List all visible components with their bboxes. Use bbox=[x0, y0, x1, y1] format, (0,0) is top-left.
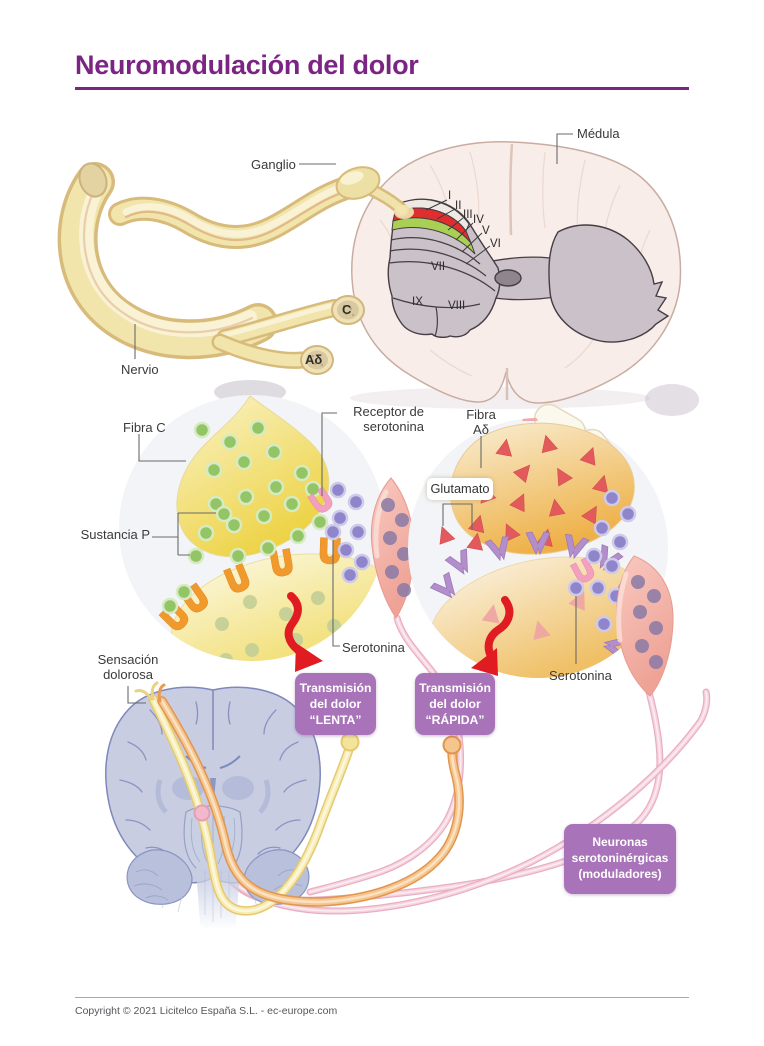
spinal-cord-cross-section bbox=[214, 141, 699, 416]
serotonergic-terminal-right bbox=[616, 555, 674, 697]
serotonina-right-label: Serotonina bbox=[549, 668, 612, 683]
pathway-fibers bbox=[134, 681, 464, 916]
serotonin-receptor-label: Receptor de serotonina bbox=[353, 404, 424, 435]
fast-transmission-arrow bbox=[471, 596, 514, 676]
sustancia-p-label: Sustancia P bbox=[80, 527, 150, 542]
serotonin-receptor-icon bbox=[307, 486, 333, 513]
lamina-v-label: V bbox=[482, 225, 490, 237]
serotonin-receptor-icon bbox=[570, 556, 595, 583]
page-title: Neuromodulación del dolor bbox=[75, 50, 419, 80]
fast-synapse-inset bbox=[408, 403, 674, 697]
title-rule bbox=[75, 87, 689, 90]
fibra-c-label: Fibra C bbox=[123, 420, 166, 435]
glutamato-label: Glutamato bbox=[427, 478, 493, 500]
medula-label: Médula bbox=[577, 126, 620, 141]
substance-p-receptors bbox=[158, 537, 341, 631]
lamina-i-label: I bbox=[448, 190, 452, 202]
lamina-ix-label: IX bbox=[412, 296, 423, 308]
peripheral-nerve bbox=[57, 162, 414, 375]
lamina-iii-label: III bbox=[463, 209, 473, 221]
slow-pain-callout: Transmisión del dolor “LENTA” bbox=[295, 673, 376, 735]
substance-p-dots bbox=[161, 419, 329, 615]
lamina-viii-label: VIII bbox=[448, 300, 466, 312]
copyright-text: Copyright © 2021 Licitelco España S.L. -… bbox=[75, 1005, 338, 1017]
fast-pain-callout: Transmisión del dolor “RÁPIDA” bbox=[415, 673, 495, 735]
fiber-adelta-label: Aδ bbox=[305, 352, 323, 367]
lamina-iv-label: IV bbox=[473, 214, 484, 226]
footer-rule bbox=[75, 997, 689, 998]
fibra-adelta-label: Fibra Aδ bbox=[466, 407, 496, 438]
serotonin-dots bbox=[324, 481, 371, 584]
nervio-label: Nervio bbox=[121, 362, 159, 377]
slow-synapse-inset bbox=[119, 395, 415, 672]
fiber-c-cross-section bbox=[331, 295, 365, 325]
lamina-ii-label: II bbox=[455, 200, 462, 212]
lamina-vi-label: VI bbox=[490, 238, 501, 250]
sensacion-dolorosa-label: Sensación dolorosa bbox=[97, 652, 159, 683]
fiber-c-label: C bbox=[342, 302, 352, 317]
fiber-adelta-cross-section bbox=[300, 345, 334, 375]
ganglio-label: Ganglio bbox=[251, 157, 296, 172]
serotonergic-neurons-callout: Neuronas serotoninérgicas (moduladores) bbox=[564, 824, 676, 894]
serotonergic-terminal-left bbox=[370, 477, 415, 619]
leader-lines bbox=[127, 133, 577, 704]
serotonina-left-label: Serotonina bbox=[342, 640, 405, 655]
lamina-vii-label: VII bbox=[431, 261, 446, 273]
brain-coronal-section bbox=[105, 686, 321, 931]
slow-transmission-arrow bbox=[284, 592, 323, 672]
serotonergic-fibers bbox=[198, 614, 711, 915]
